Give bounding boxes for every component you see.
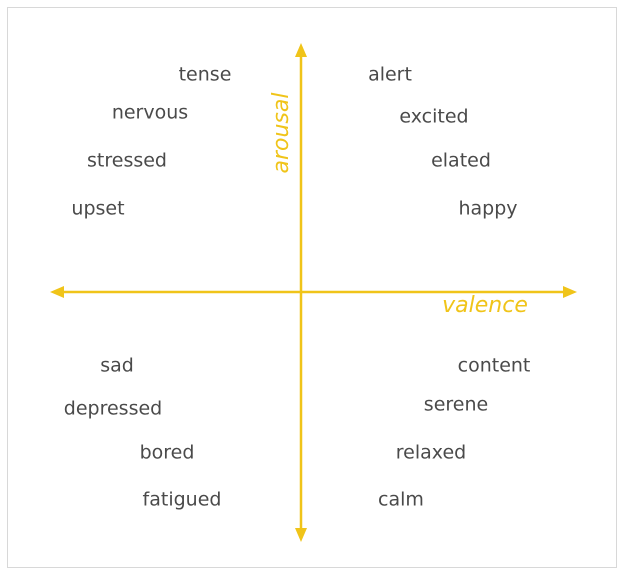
vertical-axis-arrow-top [295, 43, 307, 57]
arousal-axis-label: arousal [269, 92, 294, 174]
horizontal-axis [50, 286, 577, 298]
emotion-word-stressed: stressed [87, 149, 167, 172]
emotion-word-calm: calm [378, 488, 424, 511]
emotion-word-nervous: nervous [111, 101, 189, 124]
emotion-word-elated: elated [431, 149, 491, 172]
horizontal-axis-arrow-right [563, 286, 577, 298]
emotion-word-excited: excited [399, 105, 469, 128]
vertical-axis-arrow-bottom [295, 528, 307, 542]
emotion-word-sad: sad [100, 354, 134, 377]
emotion-word-happy: happy [458, 197, 518, 220]
emotion-word-depressed: depressed [63, 397, 163, 420]
emotion-word-bored: bored [139, 441, 195, 464]
emotion-word-alert: alert [368, 63, 412, 86]
emotion-word-content: content [457, 354, 531, 377]
diagram-frame [7, 7, 617, 568]
emotion-word-serene: serene [423, 393, 489, 416]
emotion-word-fatigued: fatigued [142, 488, 222, 511]
emotion-word-tense: tense [178, 63, 232, 86]
emotion-word-upset: upset [71, 197, 125, 220]
emotion-word-relaxed: relaxed [395, 441, 467, 464]
valence-axis-label: valence [442, 293, 528, 318]
horizontal-axis-arrow-left [50, 286, 64, 298]
